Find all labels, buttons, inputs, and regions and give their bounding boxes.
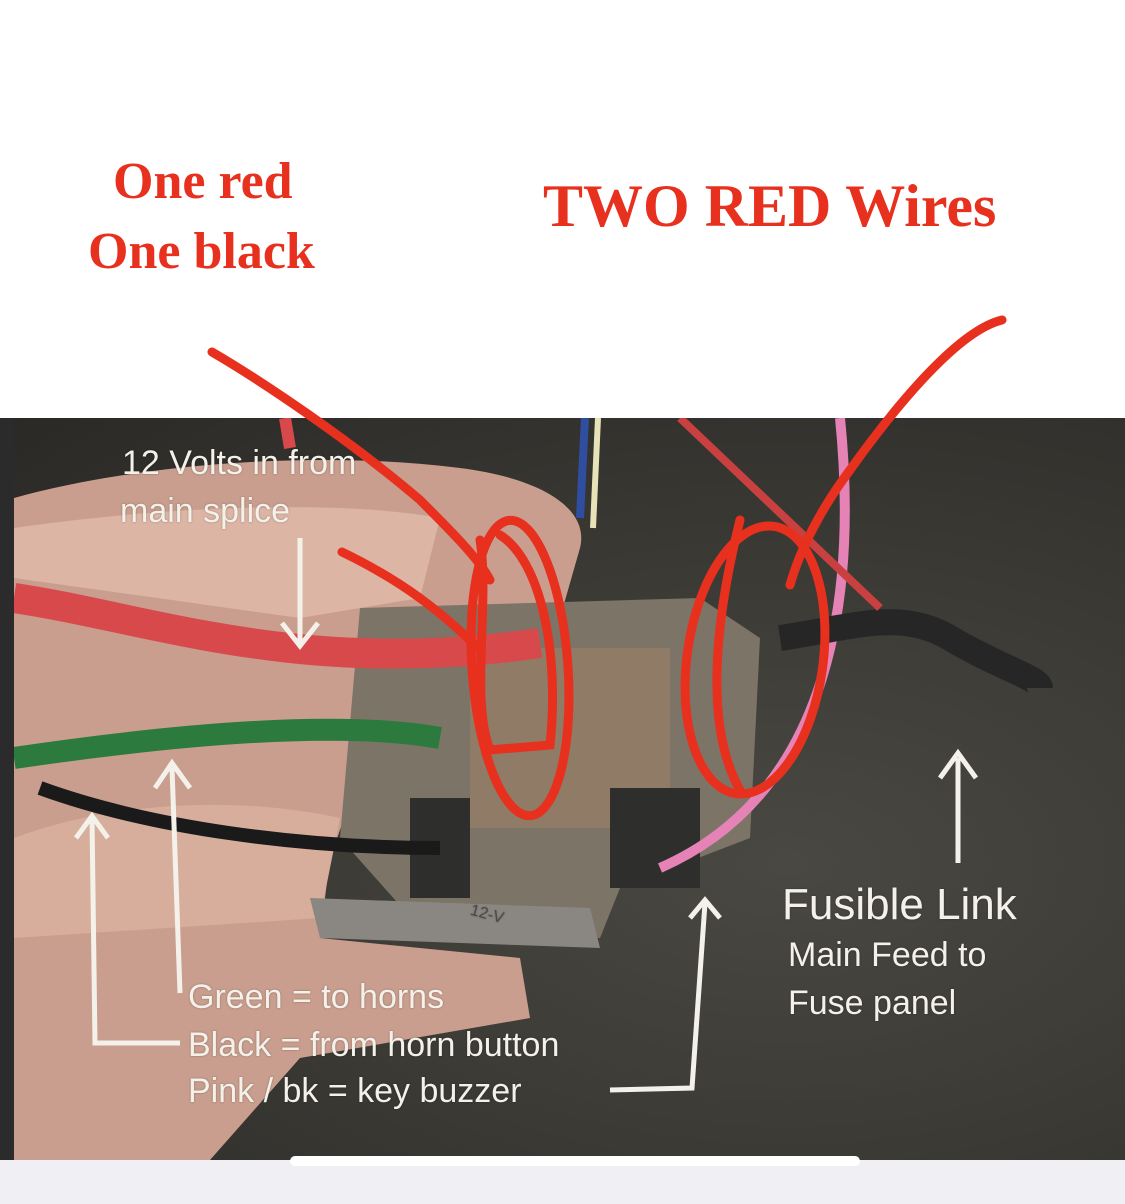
label-main-splice: main splice [120, 492, 291, 530]
label-main-feed: Main Feed to [788, 936, 987, 974]
relay-photo: 12 Volts in from main splice Green = to … [0, 418, 1125, 1160]
label-green: Green = to horns [188, 978, 445, 1016]
label-fuse-panel: Fuse panel [788, 984, 957, 1022]
annotation-one-black: One black [88, 223, 315, 280]
label-12-volts: 12 Volts in from [122, 444, 357, 482]
arrow-black-icon [73, 811, 180, 1046]
arrow-fusible-icon [937, 748, 979, 863]
label-pink: Pink / bk = key buzzer [188, 1072, 522, 1110]
arrow-pink-icon [609, 896, 722, 1093]
arrow-green-icon [152, 758, 193, 994]
annotation-one-red: One red [113, 153, 293, 210]
annotation-two-red-wires: TWO RED Wires [543, 173, 997, 239]
bottom-toolbar [0, 1160, 1125, 1204]
label-fusible-link: Fusible Link [782, 880, 1017, 929]
left-edge-strip [0, 418, 14, 1160]
black-wire [37, 781, 441, 855]
label-black: Black = from horn button [188, 1026, 560, 1064]
fusible-link [778, 609, 1053, 695]
home-indicator[interactable] [290, 1156, 860, 1166]
green-wire [12, 718, 442, 769]
